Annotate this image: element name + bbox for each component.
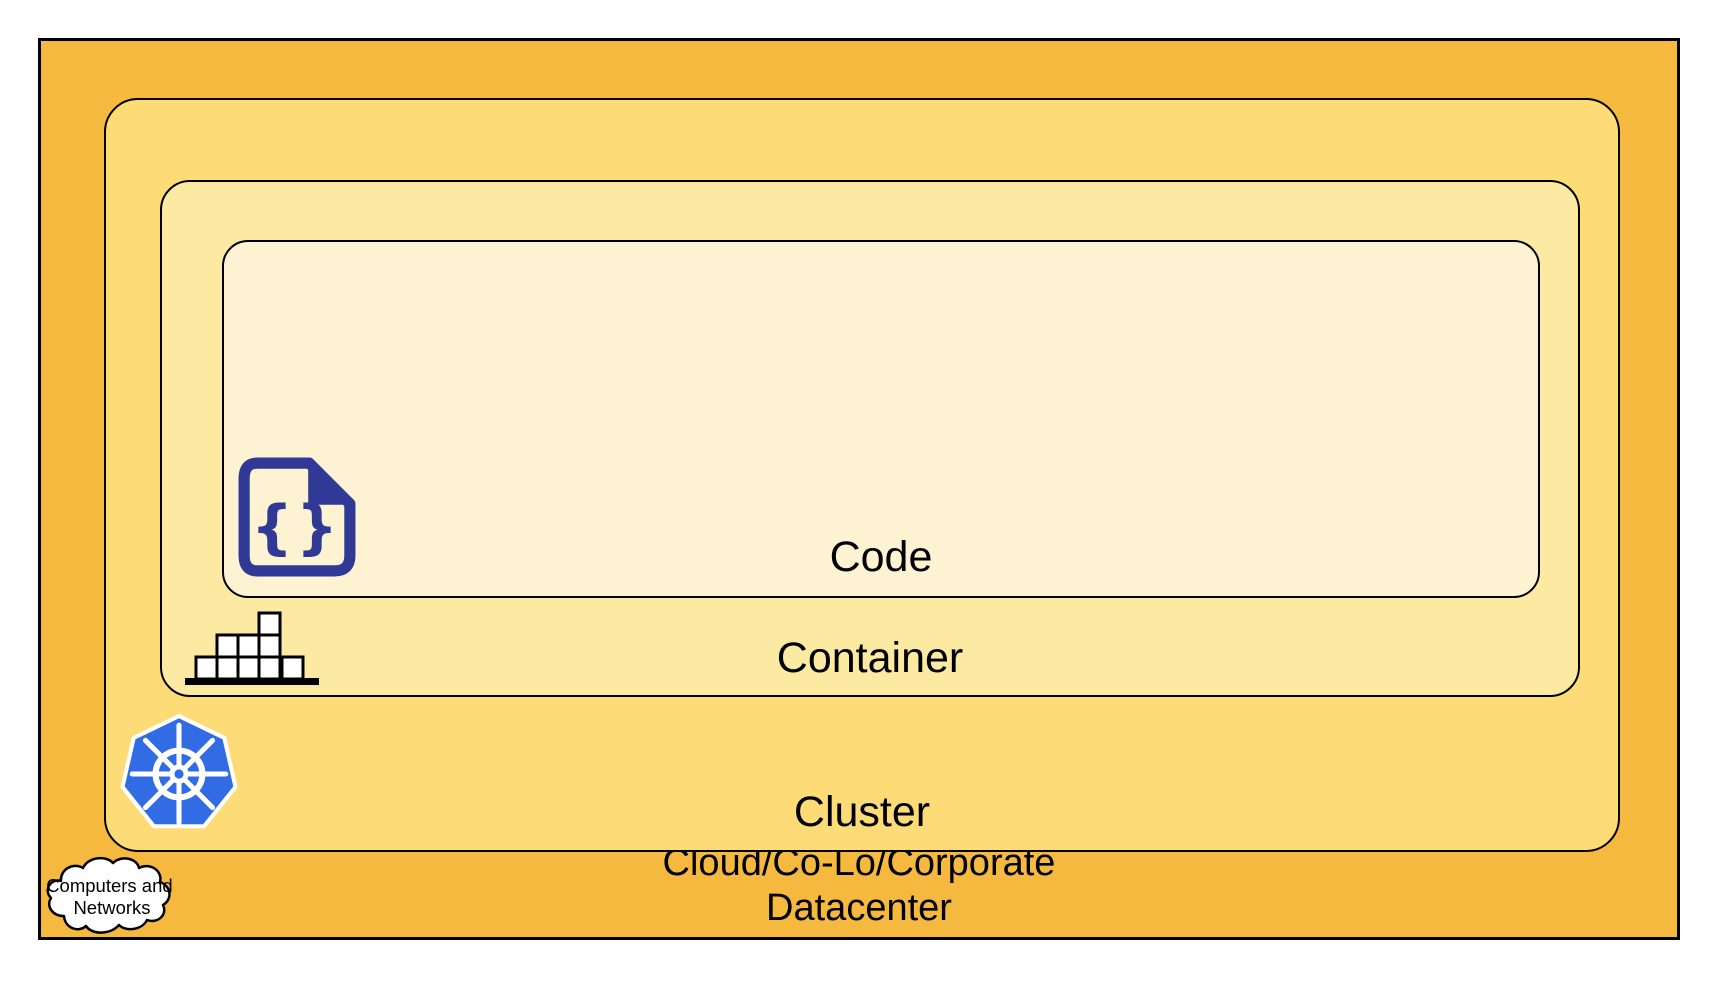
cloud-callout-text-line2: Networks xyxy=(73,897,150,918)
cloud-callout-line1: Computers and Networks xyxy=(46,875,178,918)
code-layer-label: Code xyxy=(829,532,933,581)
cloud-icon: Computers and Networks xyxy=(42,852,184,941)
code-layer-box: Code xyxy=(222,240,1540,598)
cloud-callout-text-line1: Computers and xyxy=(46,875,172,896)
braces-glyph: {} xyxy=(251,493,341,562)
datacenter-layer-label: Cloud/Co-Lo/Corporate Datacenter xyxy=(662,842,1056,930)
kubernetes-icon xyxy=(118,712,240,836)
cluster-layer-label: Cluster xyxy=(793,787,931,836)
code-file-icon: {} xyxy=(237,457,357,577)
container-layer-label: Container xyxy=(776,633,964,682)
container-blocks-icon xyxy=(184,611,320,686)
